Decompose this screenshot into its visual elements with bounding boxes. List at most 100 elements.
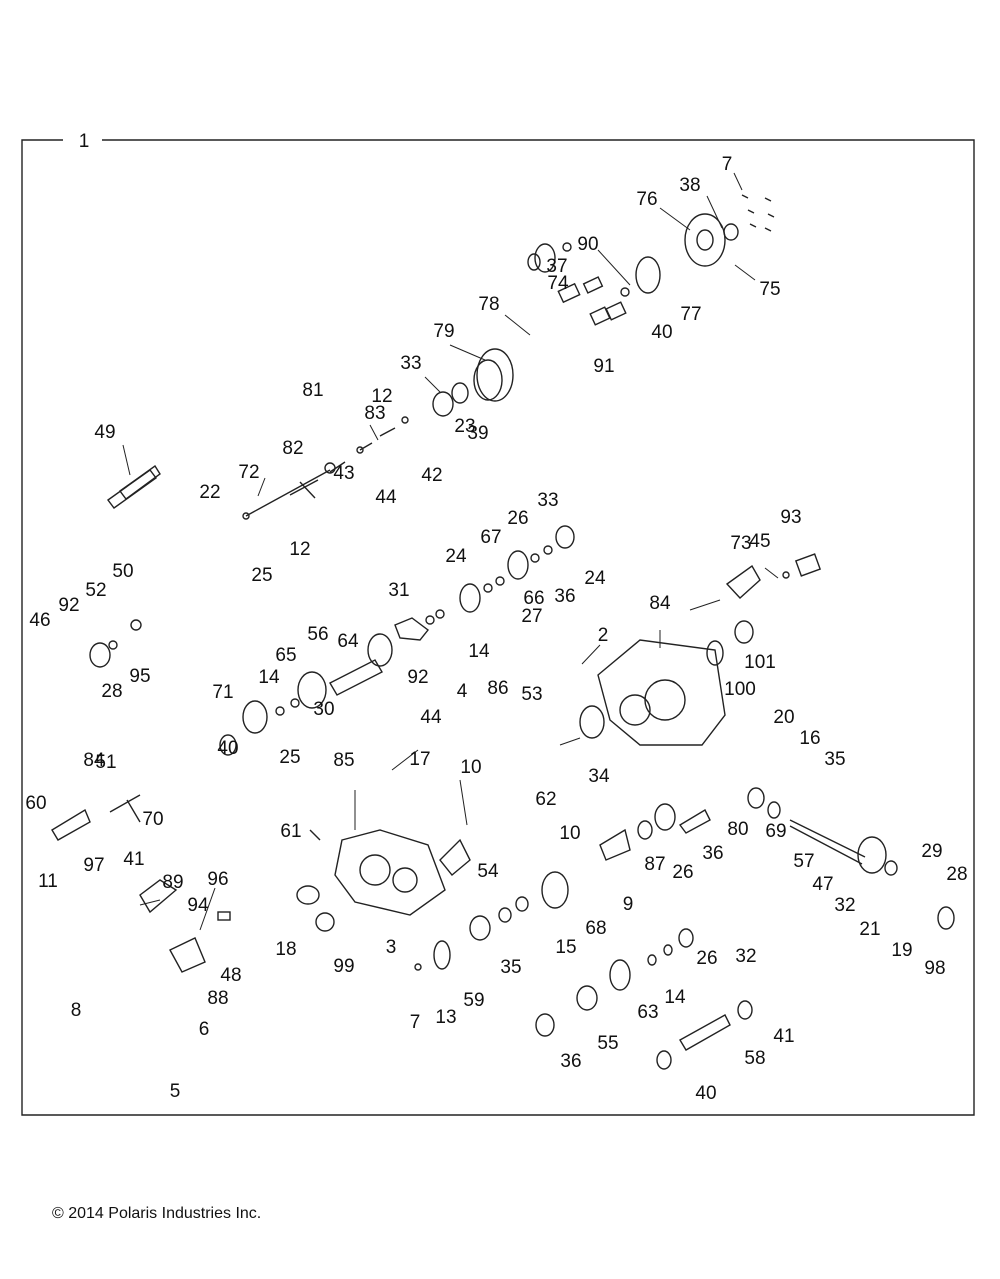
callout-16: 16 xyxy=(799,728,820,749)
callout-40: 40 xyxy=(651,322,672,343)
part-82-gear xyxy=(432,348,514,417)
callout-56: 56 xyxy=(307,624,328,645)
callout-74: 74 xyxy=(547,273,569,294)
callout-50: 50 xyxy=(112,561,133,582)
callout-91: 91 xyxy=(593,356,614,377)
callout-8: 8 xyxy=(71,1000,82,1021)
callout-10: 10 xyxy=(559,823,580,844)
callout-14: 14 xyxy=(258,667,280,688)
callout-40: 40 xyxy=(217,738,238,759)
part-76-95-bracket xyxy=(725,553,822,599)
callout-71: 71 xyxy=(212,682,233,703)
callout-73: 73 xyxy=(730,533,751,554)
callout-77: 77 xyxy=(680,304,701,325)
part-83-27-38 xyxy=(599,803,711,861)
part-51-sensor xyxy=(107,464,161,509)
callout-22: 22 xyxy=(199,482,220,503)
callout-19: 19 xyxy=(891,940,912,961)
callout-32: 32 xyxy=(834,895,855,916)
callout-58: 58 xyxy=(744,1048,765,1069)
callout-90: 90 xyxy=(577,234,598,255)
shift-shaft-parts xyxy=(242,416,409,520)
callout-5: 5 xyxy=(170,1081,181,1102)
part-87-housing xyxy=(334,829,471,916)
callout-89: 89 xyxy=(162,872,183,893)
callout-51: 51 xyxy=(95,752,116,773)
callout-80: 80 xyxy=(727,819,748,840)
assembly-frame xyxy=(21,139,975,1116)
callout-70: 70 xyxy=(142,809,163,830)
callout-18: 18 xyxy=(275,939,296,960)
callout-86: 86 xyxy=(487,678,508,699)
callout-81: 81 xyxy=(302,380,323,401)
left-parts xyxy=(51,619,335,973)
callout-24: 24 xyxy=(584,568,606,589)
callout-82: 82 xyxy=(282,438,303,459)
callout-84: 84 xyxy=(649,593,671,614)
callout-44: 44 xyxy=(420,707,442,728)
callout-64: 64 xyxy=(337,631,359,652)
callout-26: 26 xyxy=(696,948,717,969)
callout-6: 6 xyxy=(199,1019,210,1040)
callout-10: 10 xyxy=(460,757,481,778)
lower-gears xyxy=(414,871,753,1070)
callout-9: 9 xyxy=(623,894,634,915)
callout-100: 100 xyxy=(724,679,756,700)
callout-24: 24 xyxy=(445,546,467,567)
callout-85: 85 xyxy=(333,750,354,771)
callout-67: 67 xyxy=(480,527,501,548)
callout-43: 43 xyxy=(333,463,354,484)
callout-26: 26 xyxy=(672,862,693,883)
callout-33: 33 xyxy=(537,490,558,511)
callout-26: 26 xyxy=(507,508,528,529)
part-59-output-shaft xyxy=(747,787,955,930)
callout-28: 28 xyxy=(946,864,967,885)
callout-97: 97 xyxy=(83,855,104,876)
part-69-70-gears xyxy=(425,525,575,625)
callout-25: 25 xyxy=(251,565,272,586)
callout-27: 27 xyxy=(521,606,542,627)
callout-87: 87 xyxy=(644,854,665,875)
callout-79: 79 xyxy=(433,321,454,342)
callout-55: 55 xyxy=(597,1033,618,1054)
callout-40: 40 xyxy=(695,1083,716,1104)
callout-78: 78 xyxy=(478,294,499,315)
callout-92: 92 xyxy=(407,667,428,688)
callout-95: 95 xyxy=(129,666,150,687)
callout-94: 94 xyxy=(187,895,209,916)
callout-11: 11 xyxy=(38,871,58,892)
callout-23: 23 xyxy=(454,416,475,437)
callout-83: 83 xyxy=(364,403,385,424)
callout-98: 98 xyxy=(924,958,945,979)
callout-48: 48 xyxy=(220,965,241,986)
callout-99: 99 xyxy=(333,956,354,977)
callout-66: 66 xyxy=(523,588,544,609)
part-77-39-pinions xyxy=(557,276,627,326)
callout-12: 12 xyxy=(371,386,392,407)
callout-34: 34 xyxy=(588,766,610,787)
callout-41: 41 xyxy=(123,849,144,870)
part-86-housing xyxy=(579,620,754,746)
callout-17: 17 xyxy=(409,749,430,770)
callout-92: 92 xyxy=(58,595,79,616)
callout-46: 46 xyxy=(29,610,50,631)
callout-52: 52 xyxy=(85,580,106,601)
callout-14: 14 xyxy=(468,641,490,662)
callout-69: 69 xyxy=(765,821,786,842)
callout-41: 41 xyxy=(773,1026,794,1047)
callout-15: 15 xyxy=(555,937,576,958)
callout-31: 31 xyxy=(388,580,409,601)
callout-61: 61 xyxy=(280,821,301,842)
callout-35: 35 xyxy=(500,957,521,978)
callout-13: 13 xyxy=(435,1007,456,1028)
callout-76: 76 xyxy=(636,189,657,210)
callout-21: 21 xyxy=(859,919,880,940)
callout-72: 72 xyxy=(238,462,259,483)
callout-35: 35 xyxy=(824,749,845,770)
callout-38: 38 xyxy=(679,175,700,196)
part-93-chain xyxy=(394,617,429,641)
callout-30: 30 xyxy=(313,699,334,720)
callout-84: 84 xyxy=(83,750,105,771)
callout-25: 25 xyxy=(279,747,300,768)
